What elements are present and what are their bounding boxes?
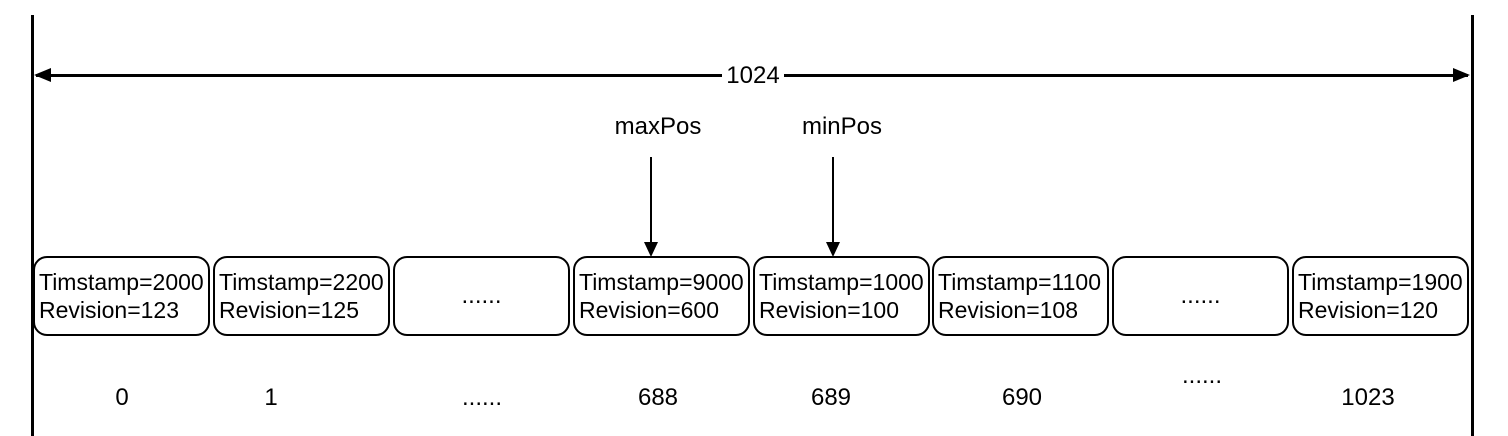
slot-box-1023: Timstamp=1900 Revision=120	[1292, 256, 1469, 336]
max-pos-label: maxPos	[614, 113, 702, 140]
slot-timestamp: Timstamp=1900	[1298, 269, 1463, 295]
capacity-label: 1024	[722, 61, 784, 90]
slot-ellipsis: ......	[1180, 282, 1221, 309]
slot-timestamp: Timstamp=2000	[39, 269, 204, 295]
slot-index-label: 690	[1001, 384, 1043, 411]
slot-index-label: 1	[264, 384, 278, 411]
slot-revision: Revision=108	[938, 297, 1079, 323]
slot-index-label: ......	[461, 384, 502, 411]
slot-box-0: Timstamp=2000 Revision=123	[33, 256, 210, 336]
slot-index-label: 689	[810, 384, 852, 411]
slot-revision: Revision=123	[39, 297, 180, 323]
max-pos-arrow-line	[649, 157, 653, 245]
slot-revision: Revision=125	[219, 297, 360, 323]
min-pos-label: minPos	[801, 113, 883, 140]
slot-revision: Revision=120	[1298, 297, 1439, 323]
slot-box-689: Timstamp=1000 Revision=100	[753, 256, 930, 336]
arrowhead-down-icon	[644, 242, 658, 257]
slot-box-690: Timstamp=1100 Revision=108	[932, 256, 1109, 336]
slot-revision: Revision=600	[579, 297, 720, 323]
slot-timestamp: Timstamp=1100	[938, 269, 1101, 295]
slot-index-label: 688	[637, 384, 679, 411]
slot-box-688: Timstamp=9000 Revision=600	[573, 256, 750, 336]
slot-box-ellipsis-right: ......	[1112, 256, 1289, 336]
arrowhead-left-icon	[34, 68, 51, 82]
slot-box-1: Timstamp=2200 Revision=125	[213, 256, 390, 336]
slot-index-label: ......	[1181, 362, 1222, 389]
slot-timestamp: Timstamp=9000	[579, 269, 744, 295]
slot-timestamp: Timstamp=1000	[759, 269, 924, 295]
slot-box-ellipsis-left: ......	[393, 256, 570, 336]
arrowhead-right-icon	[1453, 68, 1470, 82]
slot-timestamp: Timstamp=2200	[219, 269, 384, 295]
slot-index-label: 1023	[1341, 384, 1395, 411]
arrowhead-down-icon	[826, 242, 840, 257]
min-pos-arrow-line	[831, 157, 835, 245]
slot-ellipsis: ......	[461, 282, 502, 309]
slot-revision: Revision=100	[759, 297, 900, 323]
right-boundary-line	[1471, 15, 1474, 436]
slot-index-label: 0	[115, 384, 129, 411]
left-boundary-line	[31, 15, 34, 436]
